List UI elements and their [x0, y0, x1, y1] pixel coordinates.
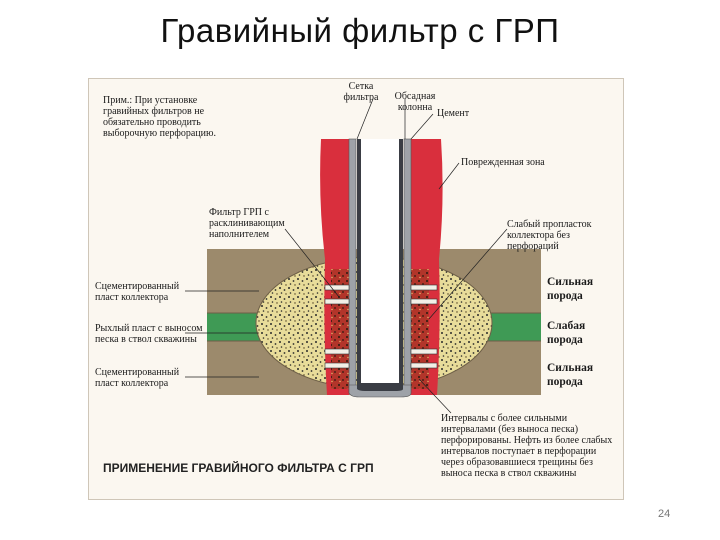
- leader-lines: [185, 98, 508, 414]
- cemented-reservoir-bottom-label: Сцементированный пласт коллектора: [95, 367, 180, 389]
- intervals-label: Интервалы с более сильными интервалами (…: [441, 413, 613, 479]
- cemented-reservoir-top-label: Сцементированный пласт коллектора: [95, 281, 180, 303]
- note-label: Прим.: При установке гравийных фильтров …: [103, 95, 217, 139]
- weak-rock-label: Слабая порода: [547, 320, 586, 346]
- casing-label: Обсадная колонна: [394, 91, 436, 113]
- page-number: 24: [658, 508, 671, 520]
- gravel-pack-figure: Прим.: При установке гравийных фильтров …: [88, 78, 624, 500]
- well-diagram: [185, 98, 541, 414]
- weak-layer-label: Слабый пропласток коллектора без перфора…: [507, 219, 592, 252]
- figure-caption: ПРИМЕНЕНИЕ ГРАВИЙНОГО ФИЛЬТРА С ГРП: [103, 461, 374, 475]
- cement-label: Цемент: [437, 108, 470, 119]
- screen-label: Сетка фильтра: [343, 81, 379, 103]
- strong-rock-bottom-label: Сильная порода: [547, 362, 594, 388]
- screen-left: [357, 139, 361, 385]
- casing-right: [403, 138, 412, 394]
- slide-title: Гравийный фильтр с ГРП: [160, 12, 560, 49]
- damaged-zone-label: Поврежденная зона: [461, 157, 545, 168]
- frac-filter-label: Фильтр ГРП с расклинивающим наполнителем: [209, 207, 285, 240]
- screen-right: [399, 139, 403, 385]
- casing-left: [348, 138, 357, 394]
- wellbore: [361, 139, 399, 385]
- strong-rock-top-label: Сильная порода: [547, 276, 594, 302]
- loose-layer-label: Рыхлый пласт с выносом песка в ствол скв…: [95, 323, 203, 345]
- perforation-tunnels: [324, 284, 438, 369]
